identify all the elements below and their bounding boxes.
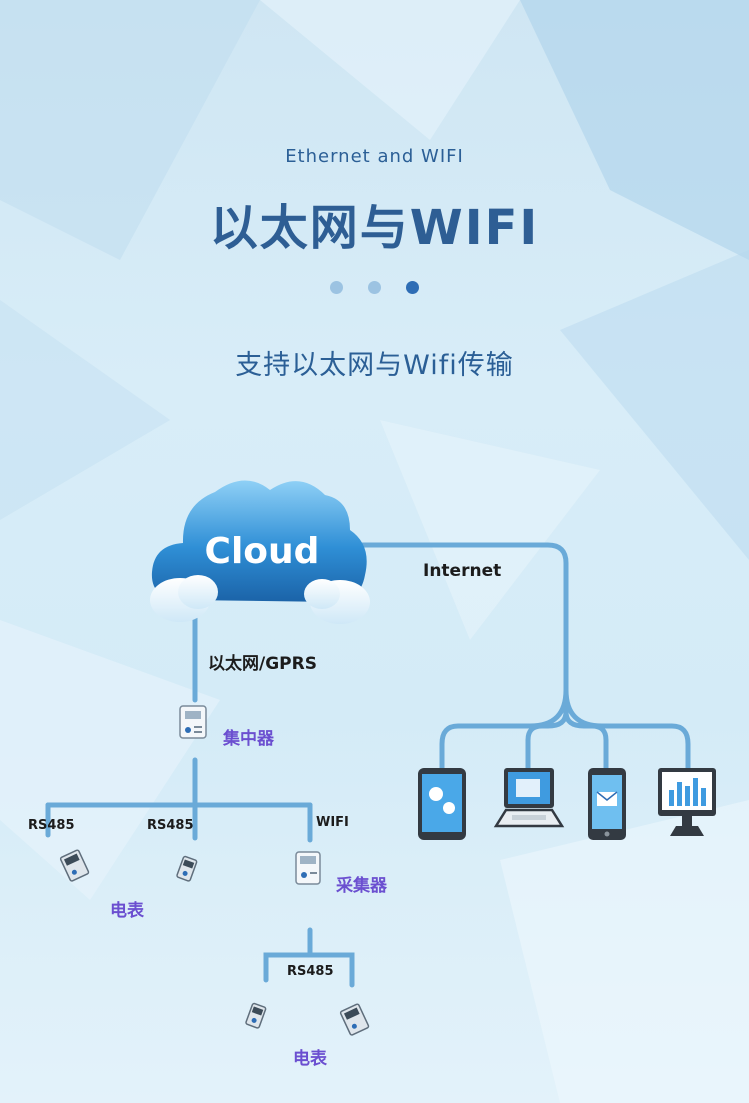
cloud-icon: Cloud	[150, 480, 370, 624]
branch-label-1: RS485	[28, 818, 75, 833]
cloud-label: Cloud	[205, 531, 320, 572]
meter-icon	[59, 849, 90, 882]
branch-label-3: WIFI	[316, 815, 349, 830]
mobile-mail-icon	[588, 768, 626, 840]
meter-icon	[339, 1003, 370, 1036]
meter-icon	[176, 855, 198, 882]
sub-branch-label: RS485	[287, 964, 334, 979]
pager-dot-3[interactable]	[406, 281, 420, 294]
pager-dots[interactable]	[0, 279, 749, 298]
pager-dot-2[interactable]	[368, 281, 381, 294]
laptop-icon	[493, 768, 565, 828]
page-title: 以太网与WIFI	[209, 200, 540, 256]
desktop-chart-icon	[658, 768, 716, 836]
meter-label: 电表	[110, 900, 145, 921]
concentrator-label: 集中器	[222, 728, 275, 749]
meter-icon	[245, 1002, 267, 1029]
concentrator-icon	[179, 705, 207, 739]
phone-icon	[418, 768, 466, 840]
page-tagline: 支持以太网与Wifi传输	[235, 350, 514, 381]
collector-icon	[295, 851, 321, 885]
internet-label: Internet	[423, 561, 501, 581]
uplink-label: 以太网/GPRS	[208, 653, 317, 674]
page-subtitle: Ethernet and WIFI	[285, 146, 464, 167]
connection-lines	[45, 542, 691, 988]
sub-meter-label: 电表	[293, 1048, 328, 1069]
collector-label: 采集器	[335, 875, 388, 896]
pager-dot-1[interactable]	[329, 281, 343, 294]
branch-label-2: RS485	[147, 818, 194, 833]
